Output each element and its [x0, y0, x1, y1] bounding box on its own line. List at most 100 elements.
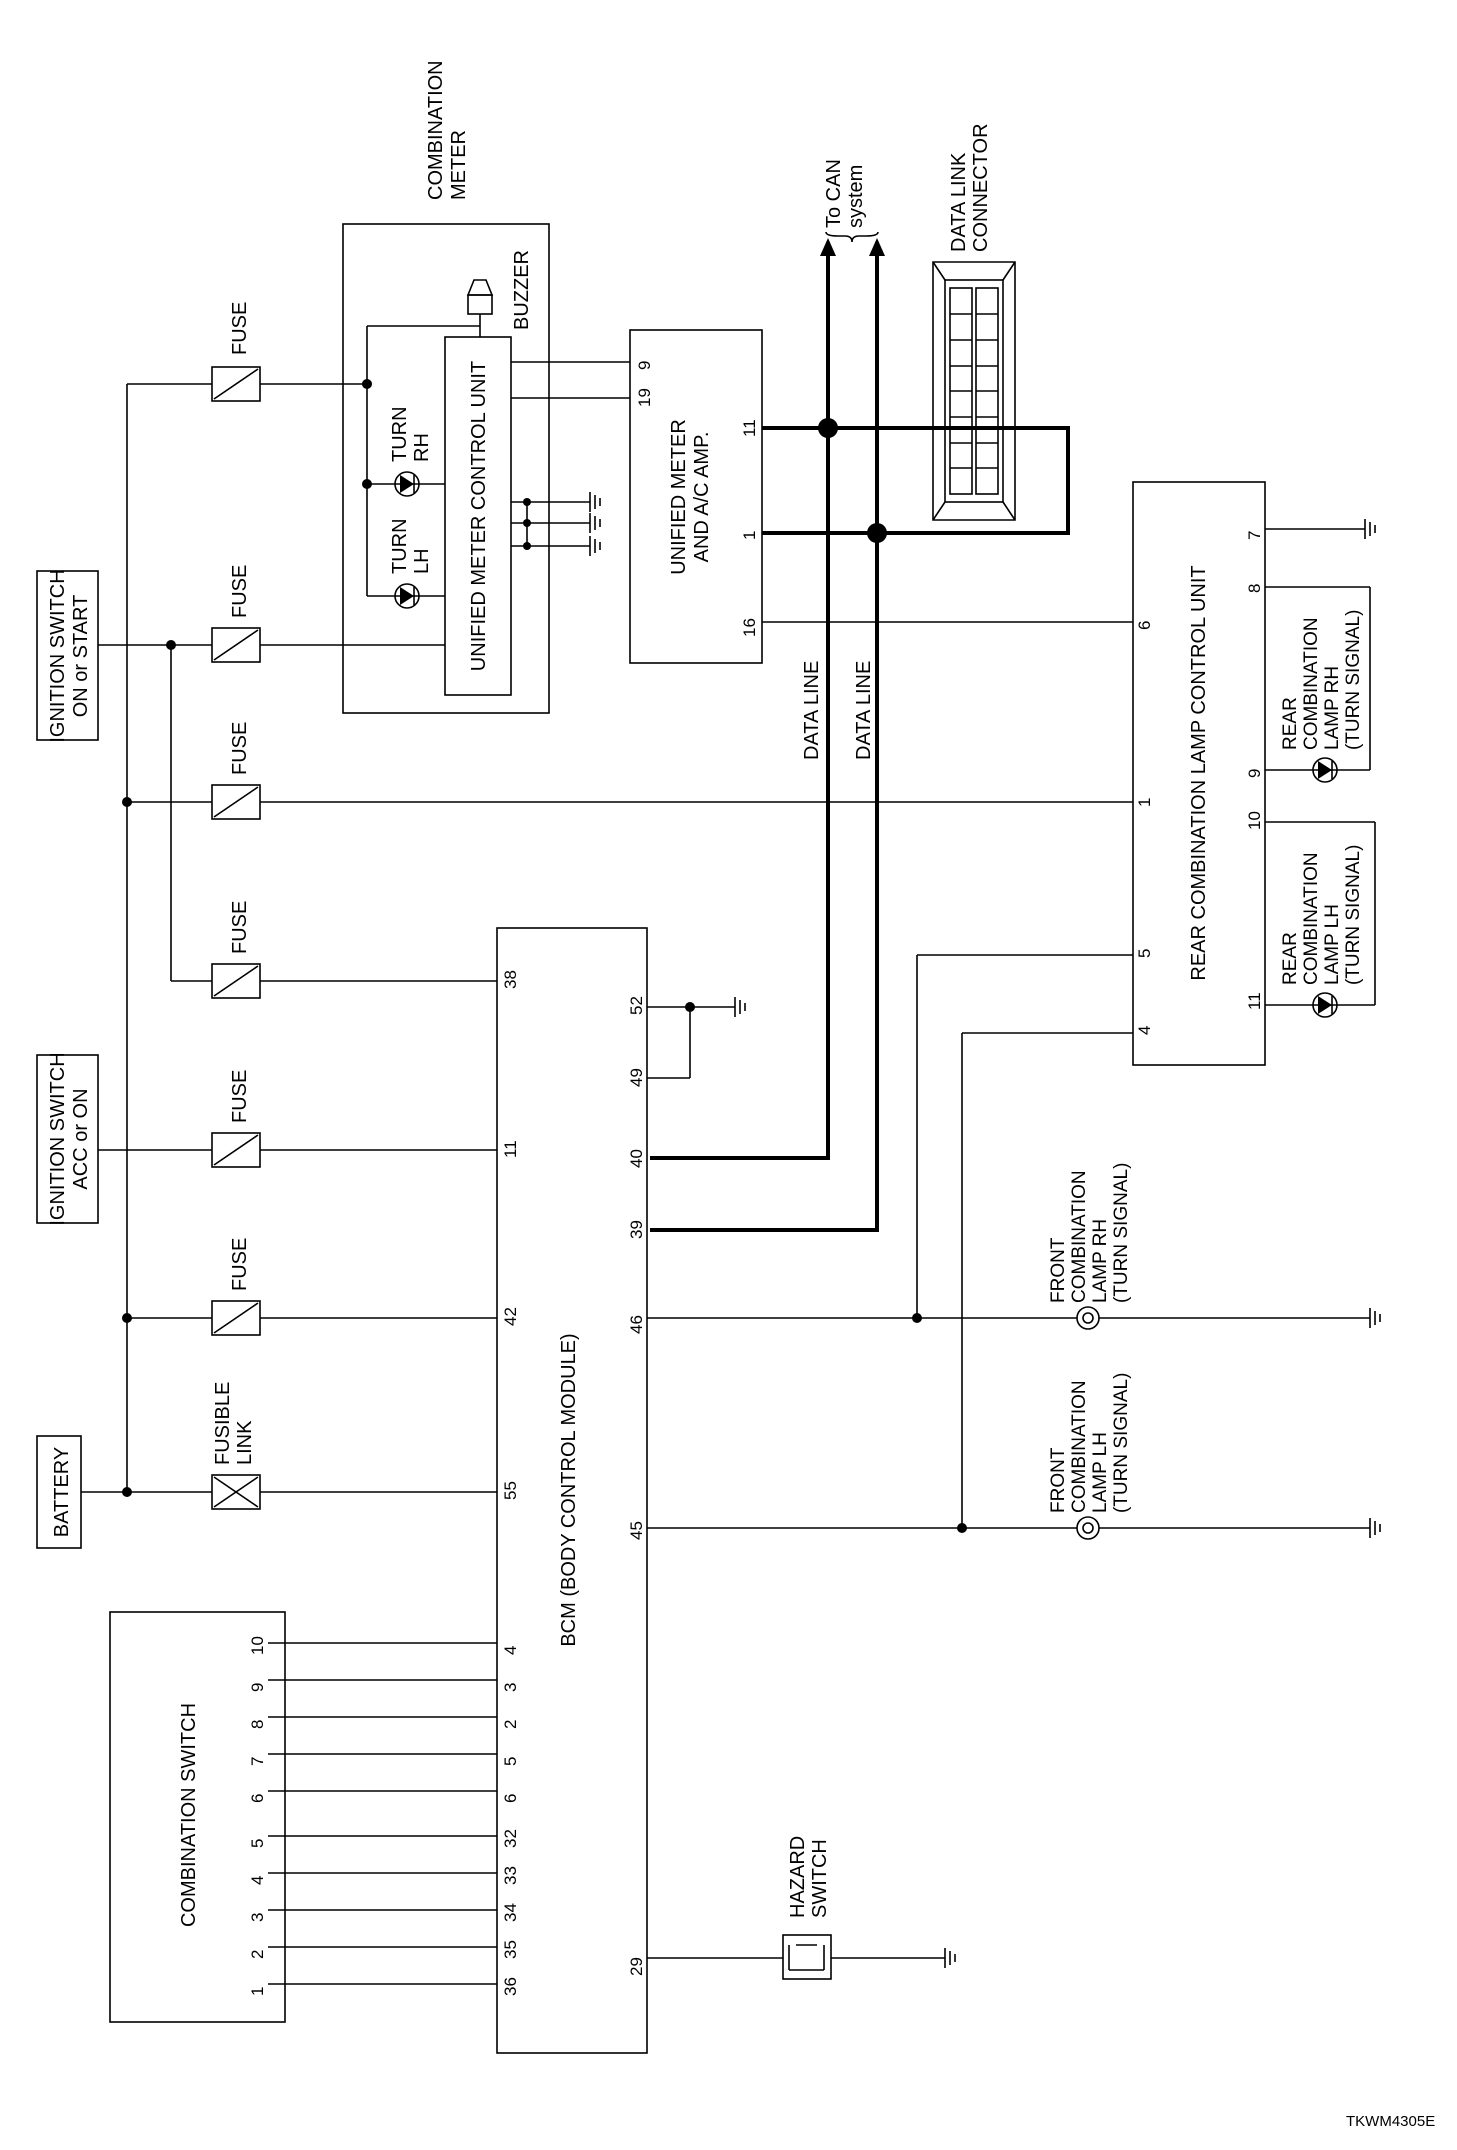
battery: BATTERY — [36, 1435, 82, 1549]
svg-text:REAR: REAR — [1280, 932, 1301, 985]
svg-text:(TURN SIGNAL): (TURN SIGNAL) — [1111, 1373, 1132, 1513]
svg-text:COMBINATION: COMBINATION — [1069, 1170, 1090, 1303]
svg-text:REAR: REAR — [1280, 697, 1301, 750]
svg-text:45: 45 — [627, 1521, 646, 1540]
svg-text:SWITCH: SWITCH — [809, 1839, 831, 1918]
svg-text:(TURN SIGNAL): (TURN SIGNAL) — [1343, 845, 1364, 985]
fuse-output-wires — [260, 383, 1133, 1493]
svg-text:FRONT: FRONT — [1048, 1237, 1069, 1303]
svg-text:7: 7 — [248, 1757, 267, 1766]
svg-text:FUSE: FUSE — [229, 1238, 251, 1291]
svg-text:(TURN SIGNAL): (TURN SIGNAL) — [1343, 610, 1364, 750]
svg-text:LAMP LH: LAMP LH — [1322, 904, 1343, 985]
svg-text:3: 3 — [248, 1913, 267, 1922]
svg-text:11: 11 — [1245, 992, 1264, 1010]
figure-code: TKWM4305E — [1346, 2113, 1436, 2130]
meter-to-amp-wires — [511, 361, 630, 399]
ground-icon — [1369, 1308, 1381, 1538]
svg-text:4: 4 — [501, 1646, 520, 1655]
turn-rh-indicator-icon: TURN RH — [389, 406, 433, 497]
fuse-bcm-38: FUSE — [211, 901, 261, 999]
svg-text:9: 9 — [635, 361, 654, 370]
svg-text:5: 5 — [248, 1839, 267, 1848]
rear-lamp-lh-icon: REAR COMBINATION LAMP LH (TURN SIGNAL) — [1280, 845, 1364, 1018]
svg-text:IGNITION SWITCH: IGNITION SWITCH — [47, 569, 69, 742]
svg-text:8: 8 — [248, 1720, 267, 1729]
svg-text:9: 9 — [1245, 769, 1264, 778]
svg-text:DATA LINE: DATA LINE — [801, 661, 823, 760]
svg-text:FUSIBLE: FUSIBLE — [212, 1382, 234, 1465]
rear-lamp-rh-icon: REAR COMBINATION LAMP RH (TURN SIGNAL) — [1280, 610, 1364, 783]
svg-text:3: 3 — [501, 1683, 520, 1692]
svg-text:9: 9 — [248, 1683, 267, 1692]
svg-text:33: 33 — [501, 1866, 520, 1885]
svg-text:FUSE: FUSE — [229, 302, 251, 355]
svg-text:52: 52 — [627, 996, 646, 1015]
front-lamp-rh-icon: FRONT COMBINATION LAMP RH (TURN SIGNAL) — [1048, 1163, 1132, 1330]
svg-text:6: 6 — [1135, 621, 1154, 630]
svg-text:CONNECTOR: CONNECTOR — [970, 123, 992, 252]
bcm-ground-wiring — [647, 997, 746, 1079]
svg-text:UNIFIED METER CONTROL UNIT: UNIFIED METER CONTROL UNIT — [468, 361, 490, 671]
svg-text:BUZZER: BUZZER — [511, 250, 533, 330]
combination-switch-wires — [268, 1642, 497, 1985]
svg-text:10: 10 — [1245, 811, 1264, 830]
combination-switch: COMBINATION SWITCH 1 2 3 4 5 6 7 8 9 10 — [109, 1611, 286, 2023]
svg-text:IGNITION SWITCH: IGNITION SWITCH — [47, 1052, 69, 1225]
svg-text:COMBINATION: COMBINATION — [1069, 1380, 1090, 1513]
svg-text:FRONT: FRONT — [1048, 1447, 1069, 1513]
ground-icon — [1364, 519, 1376, 539]
svg-text:11: 11 — [501, 1140, 520, 1158]
svg-text:RH: RH — [411, 433, 433, 462]
rear-cu-wiring — [762, 528, 1376, 1006]
svg-text:HAZARD: HAZARD — [787, 1836, 809, 1918]
svg-text:39: 39 — [627, 1220, 646, 1239]
svg-text:To CAN: To CAN — [823, 159, 845, 228]
svg-text:49: 49 — [627, 1068, 646, 1087]
fuse-rear-cu: FUSE — [211, 722, 261, 820]
turn-lh-indicator-icon: TURN LH — [389, 518, 433, 609]
svg-text:5: 5 — [1135, 949, 1154, 958]
svg-text:19: 19 — [635, 388, 654, 407]
svg-text:5: 5 — [501, 1757, 520, 1766]
svg-text:1: 1 — [740, 531, 759, 540]
front-lamp-wiring — [647, 954, 1370, 1533]
svg-text:42: 42 — [501, 1307, 520, 1326]
svg-text:4: 4 — [1135, 1026, 1154, 1035]
svg-text:11: 11 — [740, 419, 759, 437]
svg-text:29: 29 — [627, 1957, 646, 1976]
bcm: BCM (BODY CONTROL MODULE) 36 35 34 33 32… — [496, 927, 648, 2054]
svg-text:2: 2 — [248, 1950, 267, 1959]
svg-text:AND A/C AMP.: AND A/C AMP. — [691, 432, 713, 563]
svg-text:2: 2 — [501, 1720, 520, 1729]
svg-text:COMBINATION SWITCH: COMBINATION SWITCH — [178, 1703, 200, 1927]
svg-text:COMBINATION: COMBINATION — [1301, 852, 1322, 985]
svg-text:(TURN SIGNAL): (TURN SIGNAL) — [1111, 1163, 1132, 1303]
unified-meter-ac-amp: UNIFIED METER AND A/C AMP. 19 9 16 1 11 — [629, 329, 763, 664]
svg-text:system: system — [845, 165, 867, 228]
data-link-connector: DATA LINK CONNECTOR — [932, 123, 1016, 521]
battery-bus — [81, 383, 212, 1497]
svg-text:36: 36 — [501, 1977, 520, 1996]
svg-text:FUSE: FUSE — [229, 565, 251, 618]
svg-text:35: 35 — [501, 1940, 520, 1959]
svg-text:38: 38 — [501, 970, 520, 989]
svg-text:10: 10 — [248, 1636, 267, 1655]
svg-text:LH: LH — [411, 548, 433, 574]
svg-text:TURN: TURN — [389, 518, 411, 574]
combination-meter: COMBINATION METER — [342, 60, 550, 714]
svg-text:7: 7 — [1245, 531, 1264, 540]
svg-text:34: 34 — [501, 1903, 520, 1922]
svg-text:ACC or ON: ACC or ON — [70, 1088, 92, 1189]
fusible-link: FUSIBLE LINK — [211, 1382, 261, 1510]
svg-text:LAMP LH: LAMP LH — [1090, 1432, 1111, 1513]
svg-text:COMBINATION: COMBINATION — [425, 60, 447, 200]
svg-text:TURN: TURN — [389, 406, 411, 462]
svg-text:55: 55 — [501, 1481, 520, 1500]
svg-text:FUSE: FUSE — [229, 722, 251, 775]
svg-text:REAR COMBINATION LAMP CONTROL: REAR COMBINATION LAMP CONTROL UNIT — [1188, 565, 1210, 980]
svg-text:32: 32 — [501, 1829, 520, 1848]
svg-text:1: 1 — [1135, 798, 1154, 807]
svg-text:LINK: LINK — [234, 1420, 256, 1465]
svg-text:ON or START: ON or START — [70, 595, 92, 718]
